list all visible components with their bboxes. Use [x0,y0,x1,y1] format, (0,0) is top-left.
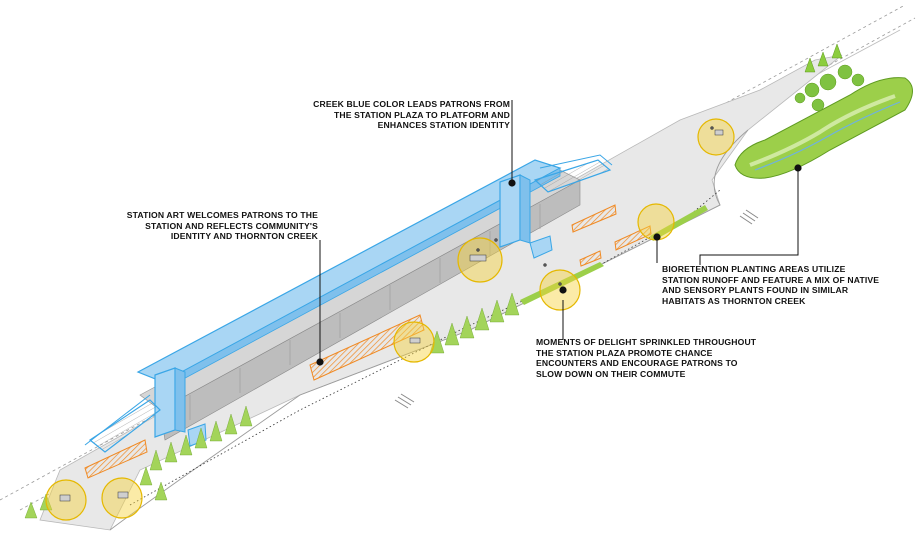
annotation-line: STATION ART WELCOMES PATRONS TO THE [126,210,318,220]
north-stair [533,154,613,193]
annotation-line: CREEK BLUE COLOR LEADS PATRONS FROM [313,99,510,109]
creek-blue-annotation: CREEK BLUE COLOR LEADS PATRONS FROM THE … [282,99,510,131]
annotation-line: HABITATS AS THORNTON CREEK [662,295,806,306]
station-art-panels [84,204,652,479]
annotation-line: STATION RUNOFF AND FEATURE A MIX OF NATI… [662,274,880,285]
annotation-line: AND SENSORY PLANTS FOUND IN SIMILAR [662,285,849,296]
annotation-line: BIORETENTION PLANTING AREAS UTILIZE [662,264,846,274]
annotation-line: THE STATION PLAZA TO PLATFORM AND [333,109,510,120]
leader-lines [319,100,799,362]
bioretention-annotation: BIORETENTION PLANTING AREAS UTILIZE STAT… [662,264,920,306]
entry-canopy-blue [529,235,553,259]
site-furnishings [59,126,724,502]
annotation-line: MOMENTS OF DELIGHT SPRINKLED THROUGHOUT [536,337,757,347]
thornton-creek-landscape [734,43,913,179]
annotation-line: SLOW DOWN ON THEIR COMMUTE [536,368,686,379]
annotation-line: STATION AND REFLECTS COMMUNITY'S [145,220,318,231]
south-elevator-tower [154,367,186,438]
annotation-line: ENCOUNTERS AND ENCOURAGE PATRONS TO [536,358,738,369]
annotation-line: THE STATION PLAZA PROMOTE CHANCE [536,347,713,358]
moments-of-delight-annotation: MOMENTS OF DELIGHT SPRINKLED THROUGHOUT … [536,337,798,379]
leader-dots [316,164,802,366]
annotation-line: ENHANCES STATION IDENTITY [377,120,510,131]
south-stair [84,394,161,453]
roadway-edge [109,129,749,531]
annotation-line: IDENTITY AND THORNTON CREEK [170,231,318,242]
north-elevator-tower [499,174,531,248]
plaza-trees [24,292,520,519]
station-art-annotation: STATION ART WELCOMES PATRONS TO THE STAT… [92,210,318,242]
crosswalks [394,209,759,409]
